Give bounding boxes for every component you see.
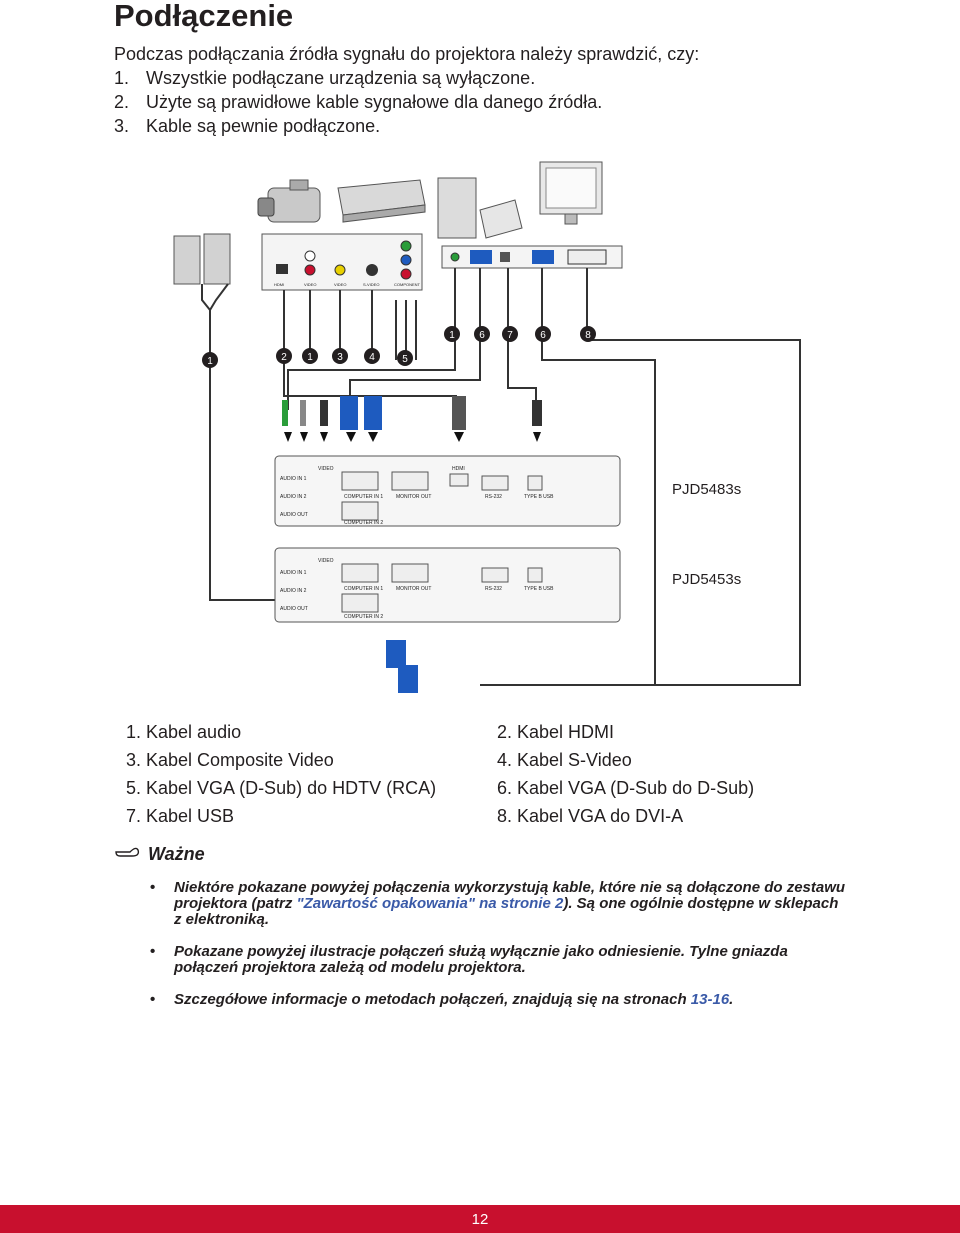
callout-6b: 6 xyxy=(540,330,546,341)
svg-text:AUDIO IN 2: AUDIO IN 2 xyxy=(280,588,307,594)
svg-text:COMPUTER IN 1: COMPUTER IN 1 xyxy=(344,586,383,592)
svg-text:MONITOR OUT: MONITOR OUT xyxy=(396,494,431,500)
callout-6: 6 xyxy=(479,330,485,341)
important-label: Ważne xyxy=(148,844,205,864)
projector-panel-bottom: AUDIO IN 1 AUDIO IN 2 AUDIO OUT VIDEO CO… xyxy=(274,547,621,623)
bullet: • xyxy=(150,879,156,896)
notes-list: • Niektóre pokazane powyżej połączenia w… xyxy=(150,880,850,1024)
speakers-icon xyxy=(173,233,231,285)
svg-text:AUDIO IN 1: AUDIO IN 1 xyxy=(280,570,307,576)
pages-link[interactable]: 13-16 xyxy=(690,991,730,1008)
connection-diagram: HDMI VIDEO VIDEO S-VIDEO COMPONENT xyxy=(173,161,801,693)
list-item: • Pokazane powyżej ilustracje połączeń s… xyxy=(150,943,788,976)
legend-item: 2. Kabel HDMI xyxy=(497,722,615,742)
projector-panel-top: AUDIO IN 1 AUDIO IN 2 AUDIO OUT VIDEO CO… xyxy=(274,455,621,527)
list-item: • Niektóre pokazane powyżej połączenia w… xyxy=(150,879,846,928)
pointing-hand-icon xyxy=(114,844,148,865)
callout-8: 8 xyxy=(585,330,591,341)
checklist: 1.Wszystkie podłączane urządzenia są wył… xyxy=(114,66,602,138)
computer-icon xyxy=(437,177,523,239)
source-label-svideo: S-VIDEO xyxy=(363,282,379,287)
legend-item: 5. Kabel VGA (D-Sub) do HDTV (RCA) xyxy=(126,778,437,798)
legend-item: 1. Kabel audio xyxy=(126,722,242,742)
svg-text:AUDIO IN 1: AUDIO IN 1 xyxy=(280,476,307,482)
legend-item: 4. Kabel S-Video xyxy=(497,750,632,770)
cable-plugs xyxy=(282,396,542,442)
bullet: • xyxy=(150,943,156,960)
svg-text:COMPUTER IN 2: COMPUTER IN 2 xyxy=(344,614,383,620)
monitor-out-plugs xyxy=(386,640,418,693)
intro-text: Podczas podłączania źródła sygnału do pr… xyxy=(114,44,700,64)
svg-text:VIDEO: VIDEO xyxy=(318,558,334,564)
callout-5: 5 xyxy=(402,354,408,365)
cable-legend: 1. Kabel audio 2. Kabel HDMI 3. Kabel Co… xyxy=(114,718,814,830)
callouts: 1 6 7 6 8 1 2 1 3 4 5 xyxy=(202,326,596,368)
camcorder-icon xyxy=(257,179,321,223)
svg-text:RS-232: RS-232 xyxy=(485,586,502,592)
list-item: 1.Wszystkie podłączane urządzenia są wył… xyxy=(114,68,536,88)
legend-row: 7. Kabel USB 8. Kabel VGA do DVI-A xyxy=(114,802,814,830)
svg-text:AUDIO IN 2: AUDIO IN 2 xyxy=(280,494,307,500)
source-connector-panel: HDMI VIDEO VIDEO S-VIDEO COMPONENT xyxy=(261,233,423,291)
contents-link[interactable]: "Zawartość opakowania" na stronie 2 xyxy=(296,895,564,912)
source-label-video: VIDEO xyxy=(304,282,316,287)
callout-7: 7 xyxy=(507,330,513,341)
svg-text:MONITOR OUT: MONITOR OUT xyxy=(396,586,431,592)
callout-4: 4 xyxy=(369,352,375,363)
important-heading: Ważne xyxy=(114,844,205,865)
dvd-player-icon xyxy=(337,179,426,223)
svg-text:COMPUTER IN 1: COMPUTER IN 1 xyxy=(344,494,383,500)
legend-item: 3. Kabel Composite Video xyxy=(126,750,334,770)
svg-text:VIDEO: VIDEO xyxy=(318,466,334,472)
legend-row: 1. Kabel audio 2. Kabel HDMI xyxy=(114,718,814,746)
svg-text:COMPUTER IN 2: COMPUTER IN 2 xyxy=(344,520,383,526)
svg-text:AUDIO OUT: AUDIO OUT xyxy=(280,512,308,518)
legend-item: 7. Kabel USB xyxy=(126,806,235,826)
svg-text:HDMI: HDMI xyxy=(452,466,465,472)
model-label-bottom: PJD5453s xyxy=(672,571,741,588)
list-item: • Szczegółowe informacje o metodach połą… xyxy=(150,991,734,1008)
svg-text:TYPE B USB: TYPE B USB xyxy=(524,586,554,592)
callout-1: 1 xyxy=(449,330,455,341)
source-label-component: COMPONENT xyxy=(394,282,421,287)
page-footer: 12 xyxy=(0,1205,960,1233)
callout-1c: 1 xyxy=(307,352,313,363)
model-label-top: PJD5483s xyxy=(672,481,741,498)
legend-row: 3. Kabel Composite Video 4. Kabel S-Vide… xyxy=(114,746,814,774)
legend-row: 5. Kabel VGA (D-Sub) do HDTV (RCA) 6. Ka… xyxy=(114,774,814,802)
monitor-icon xyxy=(539,161,603,225)
page-number: 12 xyxy=(471,1211,489,1228)
bullet: • xyxy=(150,991,156,1008)
legend-item: 6. Kabel VGA (D-Sub do D-Sub) xyxy=(497,778,755,798)
pc-connector-panel xyxy=(441,245,623,269)
legend-item: 8. Kabel VGA do DVI-A xyxy=(497,806,684,826)
page-title: Podłączenie xyxy=(114,0,294,33)
list-item: 3.Kable są pewnie podłączone. xyxy=(114,116,381,136)
callout-3: 3 xyxy=(337,352,343,363)
list-item: 2.Użyte są prawidłowe kable sygnałowe dl… xyxy=(114,92,603,112)
callout-2: 2 xyxy=(281,352,287,363)
callout-1b: 1 xyxy=(207,356,213,367)
svg-text:TYPE B USB: TYPE B USB xyxy=(524,494,554,500)
svg-text:RS-232: RS-232 xyxy=(485,494,502,500)
source-label-video-2: VIDEO xyxy=(334,282,346,287)
svg-text:AUDIO OUT: AUDIO OUT xyxy=(280,606,308,612)
source-label-hdmi: HDMI xyxy=(274,282,284,287)
